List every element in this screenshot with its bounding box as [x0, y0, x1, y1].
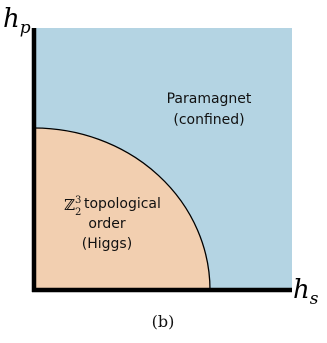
paramagnet-label-line1: Paramagnet	[167, 91, 252, 107]
figure-caption: (b)	[152, 312, 175, 331]
topological-order-region	[34, 128, 210, 290]
y-axis-label-base: h	[3, 4, 20, 34]
topological-label-line2: order	[88, 216, 126, 232]
x-axis-label-sub: s	[310, 289, 319, 309]
topological-label-math: ℤ	[64, 196, 75, 214]
topological-label-line1: topological	[84, 196, 161, 212]
topological-label-line3: (Higgs)	[82, 236, 132, 252]
z-symbol: ℤ	[64, 196, 75, 214]
topological-label-sub: 2	[75, 207, 81, 218]
y-axis-label: hp	[3, 4, 31, 38]
phase-boundary	[33, 127, 211, 291]
y-axis-label-sub: p	[20, 18, 31, 38]
x-axis-label: hs	[293, 275, 319, 309]
paramagnet-label-line2: (confined)	[173, 112, 244, 128]
x-axis-label-base: h	[293, 275, 310, 305]
topological-label-sup: 3	[75, 195, 81, 206]
